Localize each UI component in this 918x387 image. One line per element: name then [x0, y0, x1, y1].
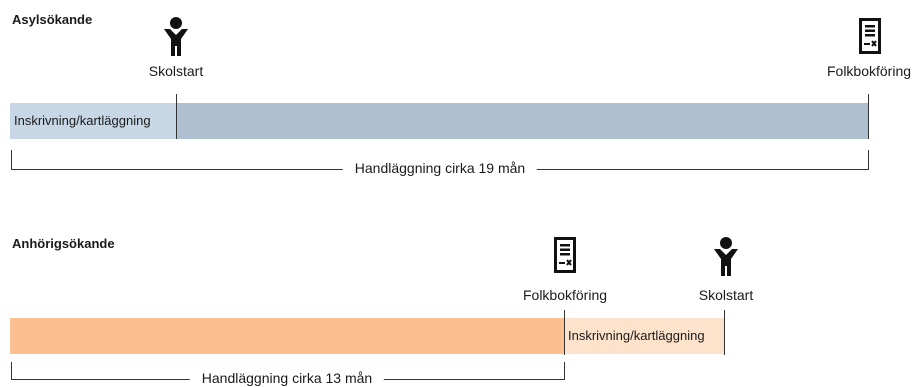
phase-bar-waiting: [177, 103, 869, 139]
registration-label: Folkbokföring: [826, 63, 912, 79]
registration-marker: [868, 94, 869, 139]
document-icon: [859, 18, 881, 54]
school-start-marker: [176, 94, 177, 139]
bracket-left: [11, 362, 12, 380]
phase-bar-inskrivning: [565, 318, 725, 354]
duration-label: Handläggning cirka 13 mån: [189, 370, 385, 386]
school-start-label: Skolstart: [698, 287, 754, 303]
person-icon: [713, 235, 739, 277]
registration-marker: [564, 310, 565, 355]
phase-label: Inskrivning/kartläggning: [14, 113, 151, 128]
school-start-marker: [724, 310, 725, 355]
person-icon: [163, 15, 189, 57]
phase-bar-inskrivning: [10, 103, 177, 139]
bracket-right: [868, 150, 869, 170]
registration-label: Folkbokföring: [522, 287, 608, 303]
document-icon: [554, 237, 576, 273]
section-title-anhorig: Anhörigsökande: [12, 236, 115, 251]
phase-bar-waiting: [10, 318, 565, 354]
duration-label: Handläggning cirka 19 mån: [342, 160, 538, 176]
school-start-label: Skolstart: [148, 63, 204, 79]
bracket-right: [564, 362, 565, 380]
bracket-left: [11, 150, 12, 170]
section-title-asyl: Asylsökande: [12, 12, 93, 27]
phase-label: Inskrivning/kartläggning: [568, 328, 705, 343]
